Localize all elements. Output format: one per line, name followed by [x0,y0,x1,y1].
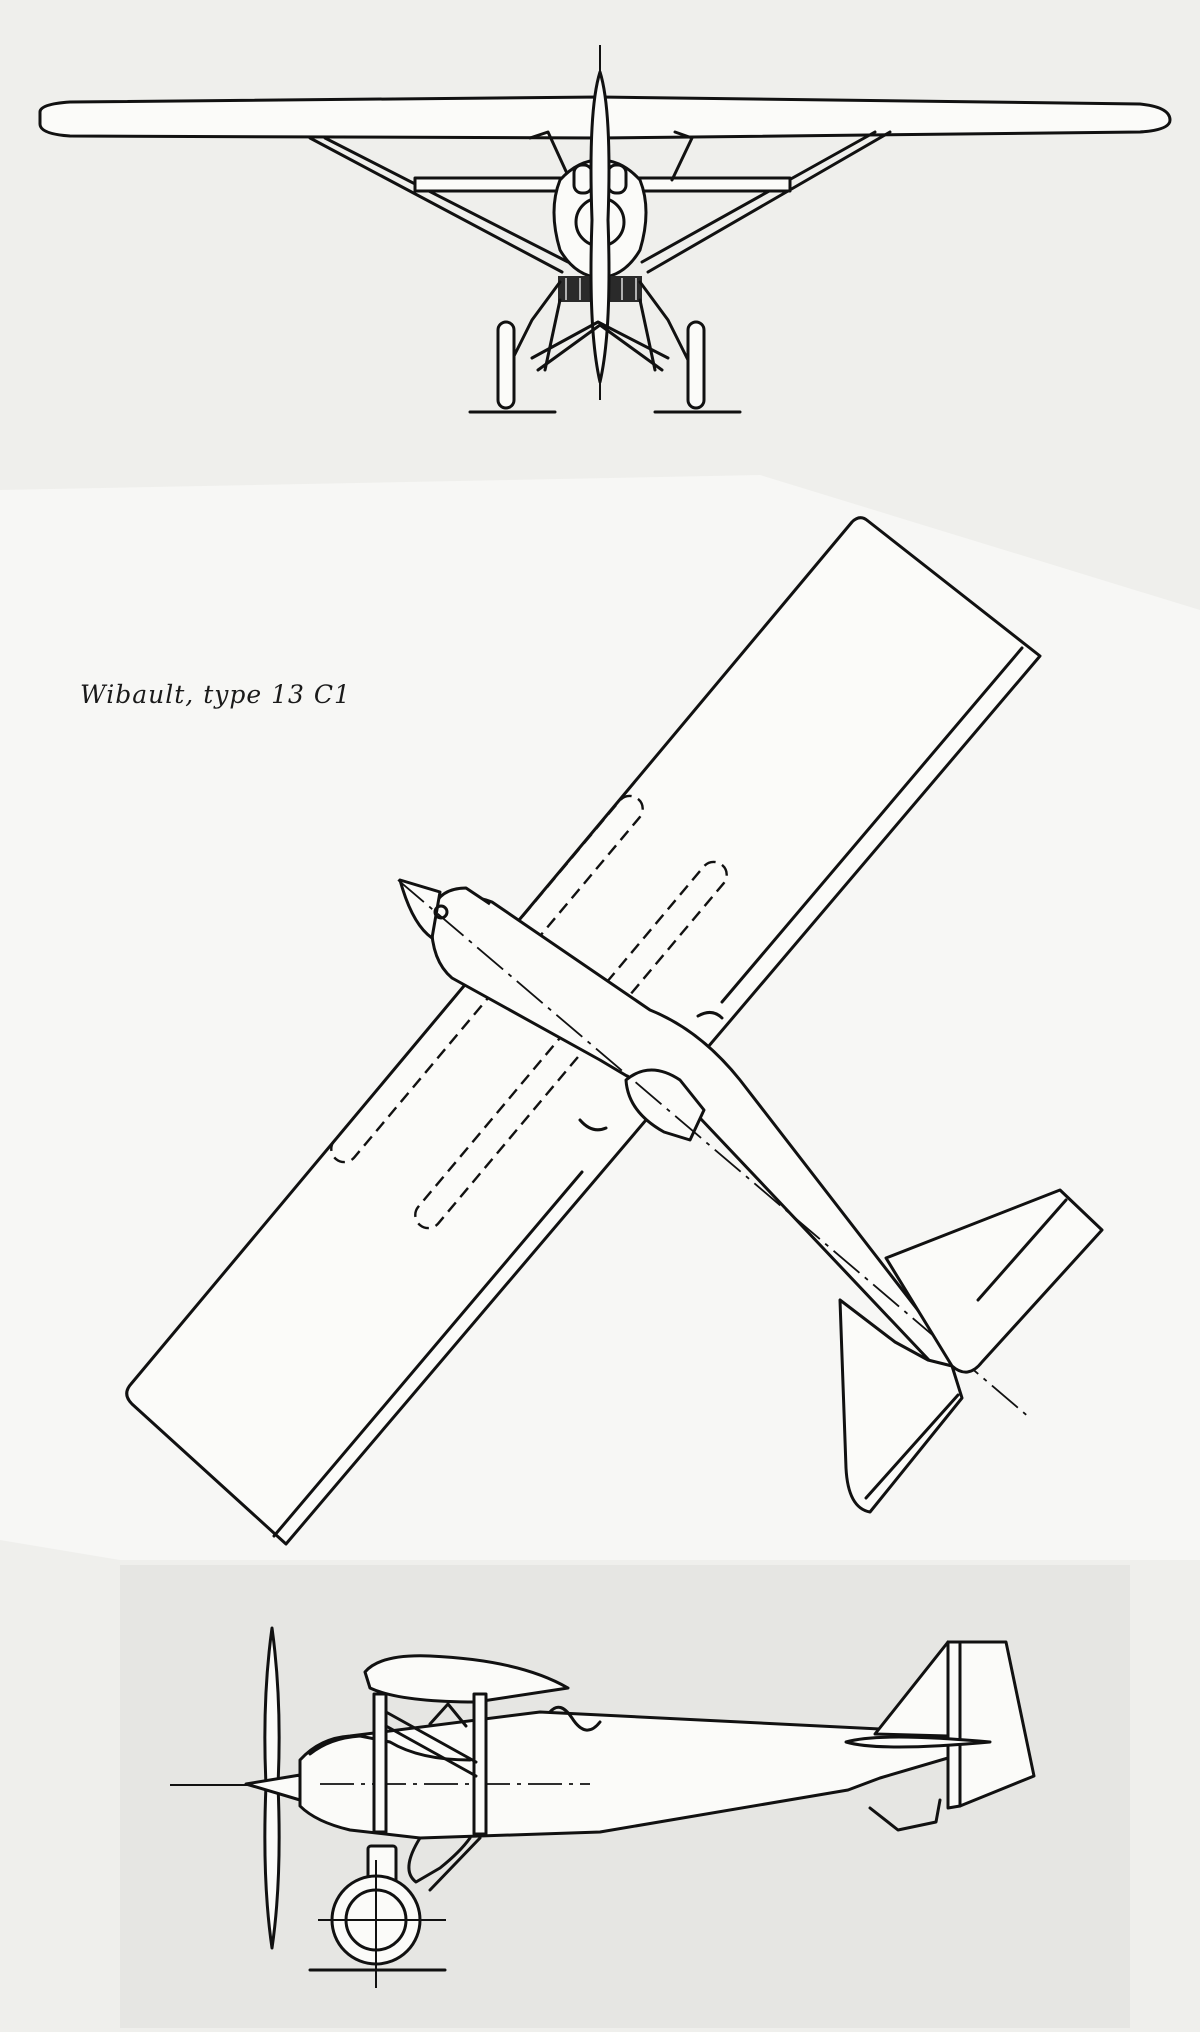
side-wing [363,1654,570,1704]
front-view [38,45,1172,414]
front-wheel-right [686,320,706,410]
side-fuselage [298,1710,984,1840]
front-propeller [589,70,611,384]
plan-spinner [398,878,442,940]
side-rudder [946,1640,1036,1810]
figure-caption: Wibault, type 13 C1 [80,680,351,709]
plan-tailplane [838,1188,1104,1514]
plan-view [125,516,1104,1546]
front-wheel-left [496,320,516,410]
side-view [170,1626,1036,1988]
